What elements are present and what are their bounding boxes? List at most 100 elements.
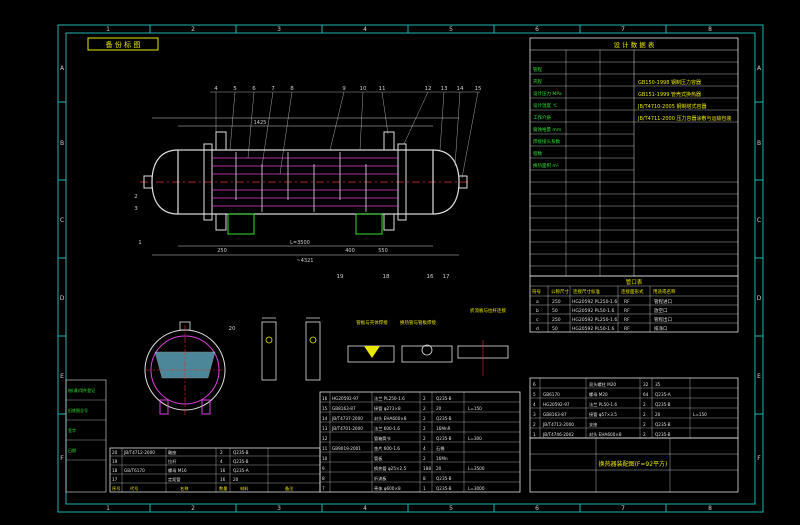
callout-number: 16 <box>427 274 434 280</box>
bom-header: 材料 <box>240 485 249 492</box>
nozzle-cell: RF <box>624 317 630 323</box>
bom-header: 备注 <box>285 485 294 492</box>
nozzle-header: 符号 <box>532 288 541 295</box>
bom-cell: 19 <box>112 459 118 464</box>
bom-cell: 石棉 <box>436 445 444 452</box>
callout-number: 19 <box>337 274 344 280</box>
outer-frame <box>57 24 764 513</box>
row-letter: F <box>757 455 761 462</box>
bom-cell: Q235-B <box>436 486 452 491</box>
bom-cell: Q235-A <box>233 468 249 473</box>
bom-cell: 16 <box>220 477 226 482</box>
bom-cell: 折流板 <box>374 475 387 482</box>
bom-cell: 鞍座 <box>168 449 176 456</box>
col-number: 6 <box>535 26 539 33</box>
strip-label: 旧底图总号 <box>68 407 88 413</box>
callout-number: 7 <box>271 86 275 92</box>
bom-cell: JB/T4712-2000 <box>123 450 155 455</box>
bom-cell: 20 <box>436 466 442 471</box>
bom-cell: L=3500 <box>468 466 485 471</box>
col-number: 3 <box>277 505 281 512</box>
nozzle-cell: d <box>536 326 539 332</box>
row-letter: B <box>757 140 761 147</box>
nozzle-cell: b <box>536 308 539 314</box>
design-data-table: 设 计 数 据 表 GB150-1998 钢制压力容器 GB151-1999 管… <box>529 37 739 277</box>
bom-cell: 拉杆 <box>168 458 177 465</box>
drawing-name: 换热器装配图(F=92平方) <box>599 460 668 468</box>
bom-cell: 管板 <box>374 455 383 462</box>
bom-cell: Q235-B <box>436 416 452 421</box>
bom-cell: GB6170 <box>543 392 560 397</box>
callout-number: 12 <box>425 86 432 92</box>
bom-cell: 2 <box>533 422 536 427</box>
bom-cell: 双头螺柱 M20 <box>589 381 616 388</box>
row-letters: A B C D E F A B C D E F <box>60 65 762 462</box>
bom-cell: Q235-B <box>233 450 249 455</box>
bom-cell: 螺母 M16 <box>168 467 187 474</box>
nozzle-cell: RF <box>624 299 630 305</box>
callout-number: 5 <box>233 86 237 92</box>
callout-number: 14 <box>457 86 464 92</box>
bom-cell: 2 <box>643 432 646 437</box>
section-label: 换热管与管板焊接 <box>400 319 436 326</box>
bom-cell: JB/T4701-2000 <box>331 426 363 431</box>
bom-cell: GB8163-87 <box>332 406 356 411</box>
bom-cell: 8 <box>423 476 426 481</box>
stamp-text: 备 份 标 图 <box>106 40 141 49</box>
bom-cell: 2 <box>220 450 223 455</box>
bom-cell: JB/T4712-2000 <box>542 422 574 427</box>
section-label: 管板与壳体焊接 <box>356 319 388 326</box>
bom-cell: 20 <box>655 412 661 417</box>
row-letter: D <box>60 295 65 302</box>
bom-cell: 管箱筒节 <box>374 435 391 442</box>
nozzle-cell: 50 <box>552 326 558 332</box>
bom-cell: GB/T6170 <box>124 468 145 473</box>
tube-sheet-section-view <box>144 321 226 415</box>
main-elevation-view: L=3500 ~4321 1425 250 550 400 1 2 3 4 5 … <box>134 86 482 332</box>
strip-label: 日期 <box>68 447 76 453</box>
bom-cell: 14 <box>322 416 328 421</box>
bom-cell: 2 <box>423 396 426 401</box>
col-number: 6 <box>535 505 539 512</box>
bom-cell: 188 <box>423 466 431 471</box>
nozzle-cell: 放空口 <box>654 307 668 314</box>
bom-cell: Q235-B <box>655 422 671 427</box>
bom-cell: 20 <box>436 406 442 411</box>
nozzle-cell: HG20592 PL250-1.6 <box>572 299 617 305</box>
title-block: 换热器装配图(F=92平方) <box>529 437 739 493</box>
nozzle-header: 公称尺寸 <box>551 288 569 295</box>
nozzle-cell: HG20592 PL250-1.6 <box>572 317 617 323</box>
bom-cell: HG20592-97 <box>543 402 570 407</box>
bom-cell: HG20592-97 <box>332 396 359 401</box>
callout-number: 17 <box>443 274 450 280</box>
dim-label: ~4321 <box>297 258 314 264</box>
bom-cell: Q235-B <box>436 436 452 441</box>
col-number: 8 <box>708 26 712 33</box>
col-number: 7 <box>621 26 625 33</box>
bom-cell: 4 <box>423 446 426 451</box>
weld-detail-sections: 管板与壳体焊接 换热管与管板焊接 折流板与拉杆连接 <box>347 307 509 376</box>
callout-number: 11 <box>379 86 386 92</box>
callout-number: 1 <box>138 240 142 246</box>
callout-number: 9 <box>342 86 346 92</box>
bom-cell: L=300 <box>468 436 482 441</box>
col-number: 1 <box>106 505 110 512</box>
bom-cell: 2 <box>423 436 426 441</box>
bom-cell: 64 <box>643 392 649 397</box>
bom-cell: 8 <box>322 476 325 481</box>
bom-cell: 接管 φ273×8 <box>374 405 401 412</box>
bom-lower-table: 20 JB/T4712-2000 鞍座 2 Q235-B 19 拉杆 4 Q23… <box>109 447 321 493</box>
strip-label: 签字 <box>68 427 76 433</box>
callout-number: 6 <box>252 86 256 92</box>
bom-cell: 封头 EHA600×8 <box>589 431 622 438</box>
callout-number: 15 <box>475 86 482 92</box>
param-label: 腐蚀裕量 mm <box>533 126 561 133</box>
callout-number: 8 <box>290 86 294 92</box>
bom-cell: 18 <box>112 468 118 473</box>
bom-right-table: 6 双头螺柱 M20 32 35 5 GB6170 螺母 M20 64 Q235… <box>529 377 739 439</box>
bom-cell: 4 <box>220 459 223 464</box>
bom-cell: 20 <box>112 450 118 455</box>
bom-cell: 2 <box>423 406 426 411</box>
